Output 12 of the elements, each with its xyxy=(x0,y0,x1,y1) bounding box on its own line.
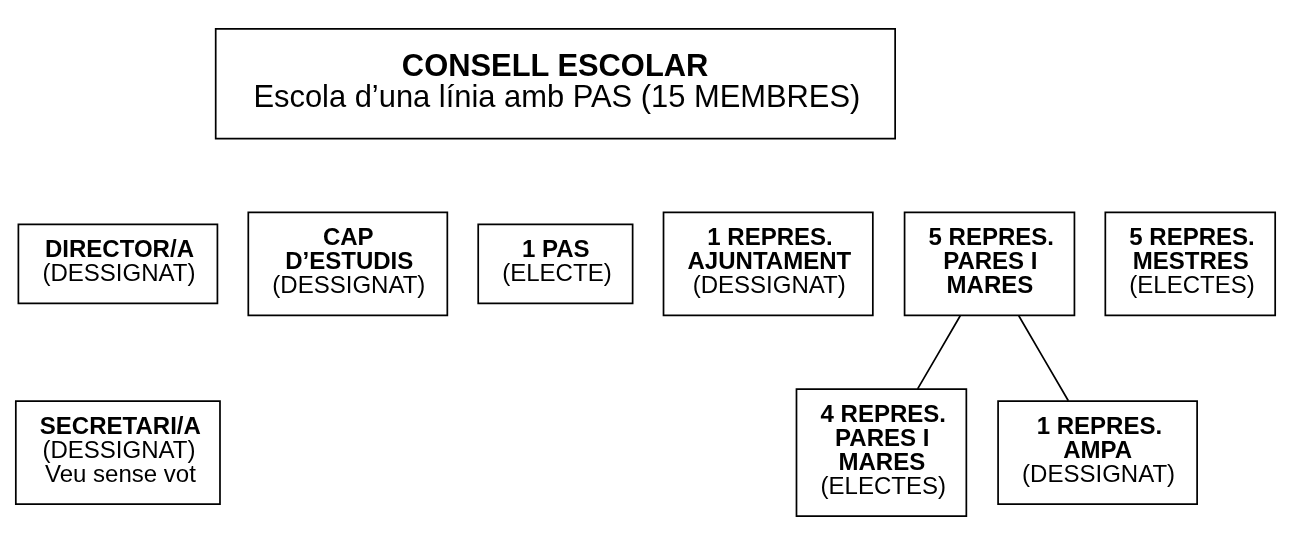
node-box: 1 PAS (ELECTE) xyxy=(477,223,634,304)
connector xyxy=(916,314,962,390)
connector xyxy=(1017,314,1070,402)
node-box: 1 REPRES. AMPA (DESSIGNAT) xyxy=(997,399,1198,505)
node-box: 5 REPRES. PARES I MARES xyxy=(903,211,1076,316)
node-box: 4 REPRES. PARES I MARES (ELECTES) xyxy=(795,387,968,517)
node-box: DIRECTOR/A (DESSIGNAT) xyxy=(17,223,219,304)
node-box: 5 REPRES. MESTRES (ELECTES) xyxy=(1104,211,1277,316)
node-box: SECRETARI/A (DESSIGNAT) Veu sense vot xyxy=(14,399,221,505)
node-box: CAP D’ESTUDIS (DESSIGNAT) xyxy=(247,211,449,316)
node-box: 1 REPRES. AJUNTAMENT (DESSIGNAT) xyxy=(662,211,874,316)
node-box: CONSELL ESCOLAR Escola d’una línia amb PAS (15 MEMBRES) xyxy=(214,27,896,140)
